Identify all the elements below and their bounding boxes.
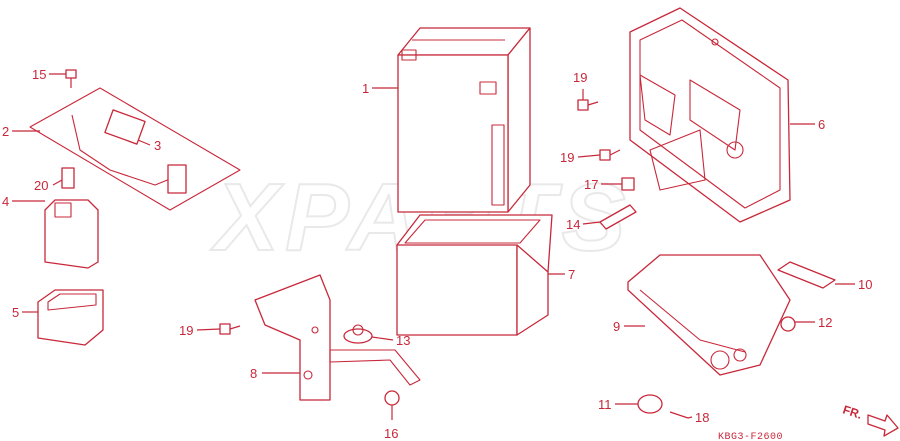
wire-harness-part[interactable]: [29, 87, 241, 211]
relay-part[interactable]: [44, 199, 99, 269]
callout-2: 2: [2, 124, 9, 139]
callout-15: 15: [32, 67, 46, 82]
front-direction-indicator: FR.: [841, 403, 899, 437]
bolt-15[interactable]: [65, 69, 77, 88]
fuse-part[interactable]: [61, 167, 75, 189]
front-arrow-icon: [867, 414, 899, 437]
callout-1: 1: [362, 81, 369, 96]
relay-cover-part[interactable]: [37, 289, 104, 346]
callout-16: 16: [384, 426, 398, 441]
callout-3: 3: [154, 138, 161, 153]
plate-10[interactable]: [777, 261, 836, 289]
front-label: FR.: [841, 403, 864, 422]
callout-7: 7: [568, 267, 575, 282]
callout-5: 5: [12, 305, 19, 320]
callout-12: 12: [818, 315, 832, 330]
callout-20: 20: [34, 178, 48, 193]
callout-19-top: 19: [573, 70, 587, 85]
callout-18: 18: [695, 410, 709, 425]
battery-box-part[interactable]: [629, 7, 791, 223]
pin-18[interactable]: [669, 411, 689, 419]
clip-14[interactable]: [599, 204, 637, 230]
bolt-19-mid[interactable]: [599, 149, 621, 161]
callout-13: 13: [396, 333, 410, 348]
battery-part[interactable]: [397, 27, 531, 213]
battery-case-part[interactable]: [396, 214, 553, 336]
callout-14: 14: [566, 217, 580, 232]
callout-19-bottom: 19: [179, 323, 193, 338]
callout-17: 17: [584, 177, 598, 192]
bolt-19-top[interactable]: [577, 99, 599, 111]
leader-lines: [12, 73, 855, 420]
grommet-12[interactable]: [780, 316, 796, 332]
diagram-code: KBG3-F2600: [718, 432, 783, 441]
callout-11: 11: [598, 397, 612, 412]
callout-6: 6: [818, 117, 825, 132]
bracket-part[interactable]: [254, 274, 421, 401]
callout-labels: 1 2 3 4 5 6 7 8 9 10 11 12 13 14 15 16 1…: [2, 67, 872, 441]
grommet-13[interactable]: [343, 324, 373, 344]
cover-part[interactable]: [627, 254, 791, 376]
grommet-16[interactable]: [384, 390, 400, 406]
bolt-19-bottom[interactable]: [219, 323, 241, 335]
callout-9: 9: [613, 319, 620, 334]
callout-19-mid: 19: [560, 150, 574, 165]
callout-4: 4: [2, 194, 9, 209]
plug-11[interactable]: [637, 394, 663, 414]
callout-10: 10: [858, 277, 872, 292]
callout-8: 8: [250, 366, 257, 381]
nut-17[interactable]: [621, 177, 635, 191]
